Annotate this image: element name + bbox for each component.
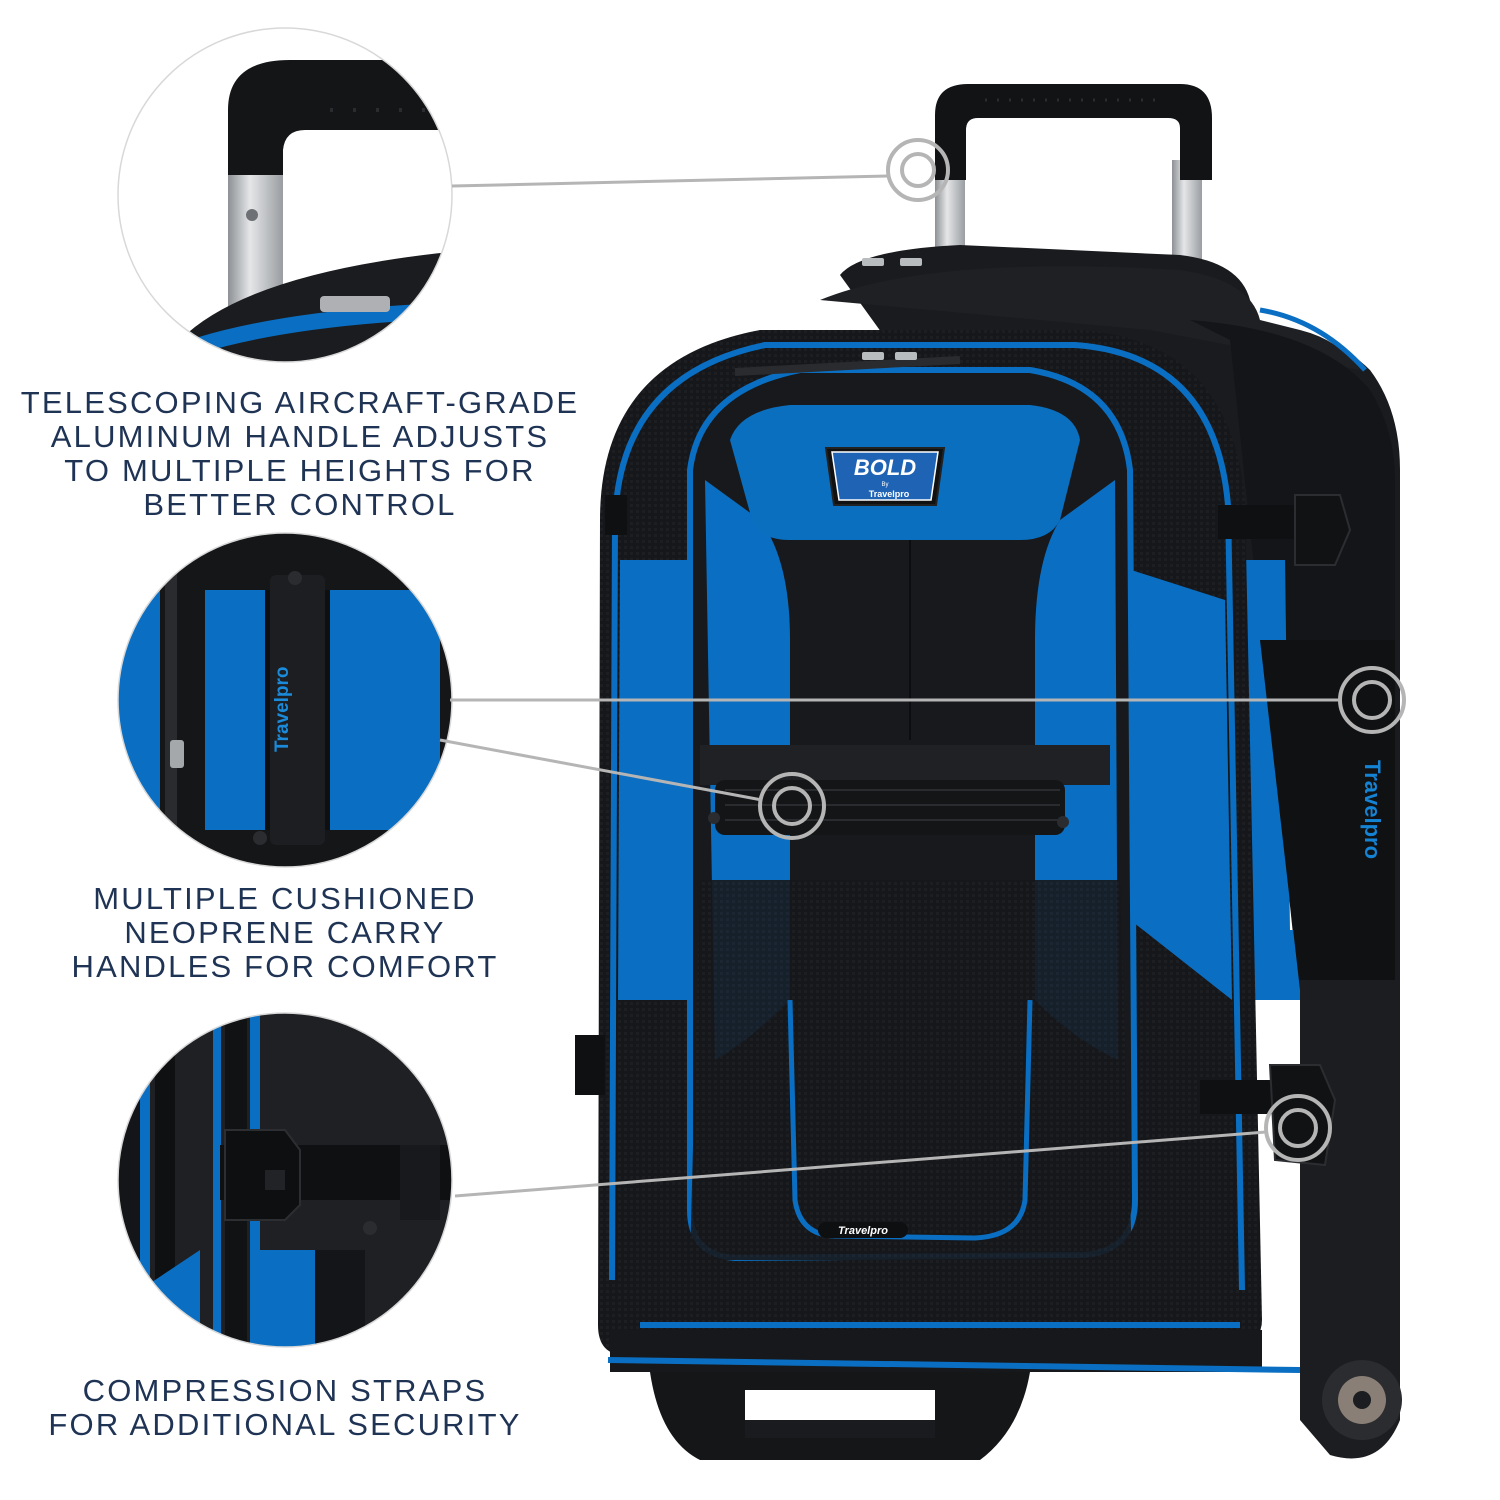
marker-outer-handle — [886, 138, 950, 202]
caption-line: COMPRESSION STRAPS — [82, 1373, 488, 1408]
badge-by: By — [881, 482, 888, 488]
detail-circle-handle-border — [117, 27, 453, 363]
detail-circle-compression-strap-border — [117, 1012, 453, 1348]
strap-brand-print: Travelpro — [272, 666, 293, 752]
suitcase: velpro Travelpro — [575, 84, 1402, 1460]
marker-outer-strap — [1264, 1094, 1332, 1162]
caption-line: TO MULTIPLE HEIGHTS FOR — [64, 453, 536, 488]
bold-badge: BOLD By Travelpro — [824, 447, 946, 506]
caption-line: BETTER CONTROL — [143, 487, 457, 522]
callout-markers — [439, 138, 1406, 1198]
caption-compression-straps: COMPRESSION STRAPS FOR ADDITIONAL SECURI… — [30, 1374, 540, 1442]
caption-line: FOR ADDITIONAL SECURITY — [48, 1407, 522, 1442]
badge-title: BOLD — [854, 455, 916, 480]
side-brand-print: Travelpro — [1360, 760, 1385, 859]
caption-line: ALUMINUM HANDLE ADJUSTS — [50, 419, 550, 454]
detail-circle-compression-strap — [118, 1013, 452, 1347]
front-tab-print: Travelpro — [838, 1225, 888, 1237]
badge-maker: Travelpro — [869, 489, 910, 499]
caption-line: TELESCOPING AIRCRAFT-GRADE — [20, 385, 580, 420]
marker-inner-front-handle — [772, 786, 812, 826]
marker-inner-strap — [1278, 1108, 1318, 1148]
leader-line-strap — [454, 1130, 1267, 1198]
caption-line: HANDLES FOR COMFORT — [71, 949, 499, 984]
caption-telescoping-handle: TELESCOPING AIRCRAFT-GRADE ALUMINUM HAND… — [20, 386, 580, 522]
marker-outer-side-handle — [1338, 666, 1406, 734]
leader-line-front-handle — [439, 738, 763, 802]
leader-line-handle — [451, 174, 889, 188]
detail-circle-handle — [118, 28, 452, 362]
telescoping-handle: velpro — [935, 84, 1212, 320]
caption-carry-handles: MULTIPLE CUSHIONED NEOPRENE CARRY HANDLE… — [40, 882, 530, 984]
caption-line: MULTIPLE CUSHIONED — [93, 881, 477, 916]
detail-circle-carry-handle: Travelpro — [118, 533, 452, 867]
marker-inner-handle — [900, 152, 936, 188]
marker-outer-front-handle — [758, 772, 826, 840]
caption-line: NEOPRENE CARRY — [124, 915, 446, 950]
marker-inner-side-handle — [1352, 680, 1392, 720]
